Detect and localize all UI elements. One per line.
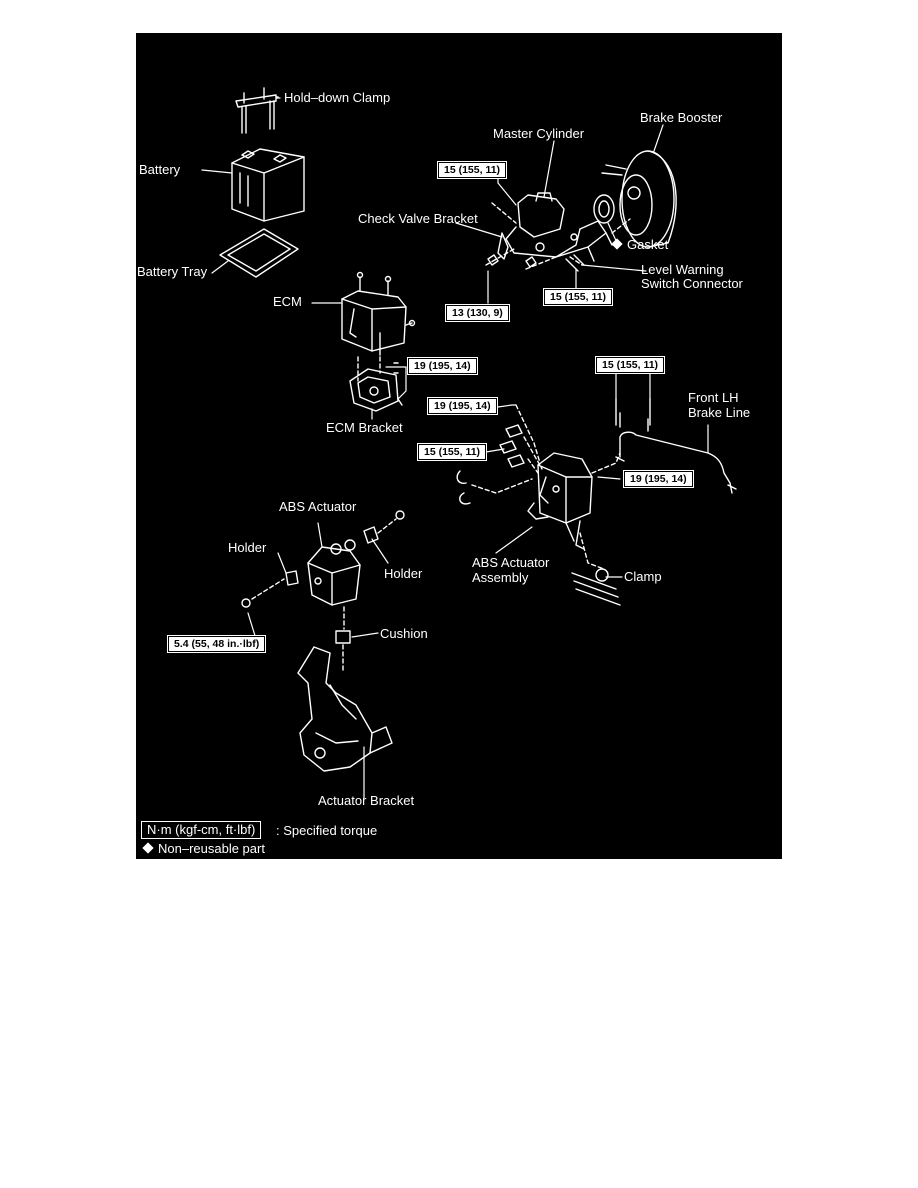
- label-master-cylinder: Master Cylinder: [493, 126, 585, 141]
- torque-abs-lower: 15 (155, 11): [416, 443, 488, 461]
- label-gasket-text: Gasket: [627, 237, 669, 252]
- label-holder-left: Holder: [228, 540, 267, 555]
- diamond-icon: [611, 238, 623, 250]
- label-ecm-bracket: ECM Bracket: [326, 420, 403, 435]
- holders-art: [241, 510, 405, 608]
- torque-master-cylinder-nut: 13 (130, 9): [445, 304, 510, 322]
- abs-actuator-dashes: [251, 518, 397, 630]
- legend-specified-torque: : Specified torque: [276, 823, 378, 838]
- torque-abs-upper: 19 (195, 14): [427, 397, 498, 415]
- gasket-art: [593, 194, 615, 224]
- label-level-warning: Level Warning: [641, 262, 724, 277]
- torque-actuator-holder: 5.4 (55, 48 in.·lbf): [166, 635, 267, 653]
- legend-torque-unit-box: N·m (kgf-cm, ft·lbf): [141, 821, 262, 839]
- label-abs-actuator-assembly-1: ABS Actuator: [472, 555, 550, 570]
- label-actuator-bracket: Actuator Bracket: [318, 793, 415, 808]
- master-cylinder-art: [505, 192, 613, 262]
- label-switch-connector: Switch Connector: [641, 276, 743, 291]
- check-valve-bracket-art: [497, 232, 509, 260]
- abs-actuator-assembly-art: [527, 452, 593, 550]
- clamp-art: [571, 568, 621, 606]
- ecm-art: [341, 271, 416, 356]
- torque-master-cylinder-top: 15 (155, 11): [436, 161, 508, 179]
- battery-art: [231, 148, 305, 222]
- legend-non-reusable: Non–reusable part: [141, 841, 265, 857]
- torque-ecm-bracket: 19 (195, 14): [407, 357, 478, 375]
- exploded-view-diagram: Hold–down Clamp Battery Battery Tray Mas…: [136, 33, 782, 859]
- hold-down-clamp-art: [235, 87, 279, 134]
- actuator-bracket-art: [297, 646, 393, 772]
- label-brake-line: Brake Line: [688, 405, 751, 420]
- legend-non-reusable-text: Non–reusable part: [158, 841, 265, 856]
- label-hold-down-clamp: Hold–down Clamp: [284, 90, 391, 105]
- master-cylinder-dashes: [485, 202, 631, 270]
- label-battery: Battery: [139, 162, 181, 177]
- label-brake-booster: Brake Booster: [640, 110, 723, 125]
- level-switch-art: [565, 254, 585, 272]
- diagram-artwork: [201, 87, 737, 799]
- label-check-valve-bracket: Check Valve Bracket: [358, 211, 478, 226]
- battery-tray-art: [219, 228, 299, 278]
- label-abs-actuator: ABS Actuator: [279, 499, 357, 514]
- torque-level-switch: 15 (155, 11): [542, 288, 614, 306]
- label-holder-right: Holder: [384, 566, 423, 581]
- label-ecm: ECM: [273, 294, 302, 309]
- abs-dashes: [471, 404, 621, 570]
- cushion-art: [335, 630, 351, 644]
- diamond-icon: [142, 842, 154, 854]
- abs-fittings-art: [456, 424, 525, 505]
- brake-booster-art: [601, 150, 677, 248]
- master-cylinder-nuts: [487, 254, 537, 268]
- label-front-lh: Front LH: [688, 390, 739, 405]
- label-abs-actuator-assembly-2: Assembly: [472, 570, 529, 585]
- torque-abs-right: 19 (195, 14): [623, 470, 694, 488]
- ecm-bracket-art: [349, 362, 403, 412]
- label-clamp: Clamp: [624, 569, 662, 584]
- label-cushion: Cushion: [380, 626, 428, 641]
- torque-brake-line-top: 15 (155, 11): [594, 356, 666, 374]
- leader-lines: [201, 97, 709, 799]
- abs-actuator-art: [307, 539, 361, 606]
- label-gasket: Gasket: [610, 237, 668, 252]
- ecm-dashes: [357, 356, 381, 382]
- label-battery-tray: Battery Tray: [137, 264, 208, 279]
